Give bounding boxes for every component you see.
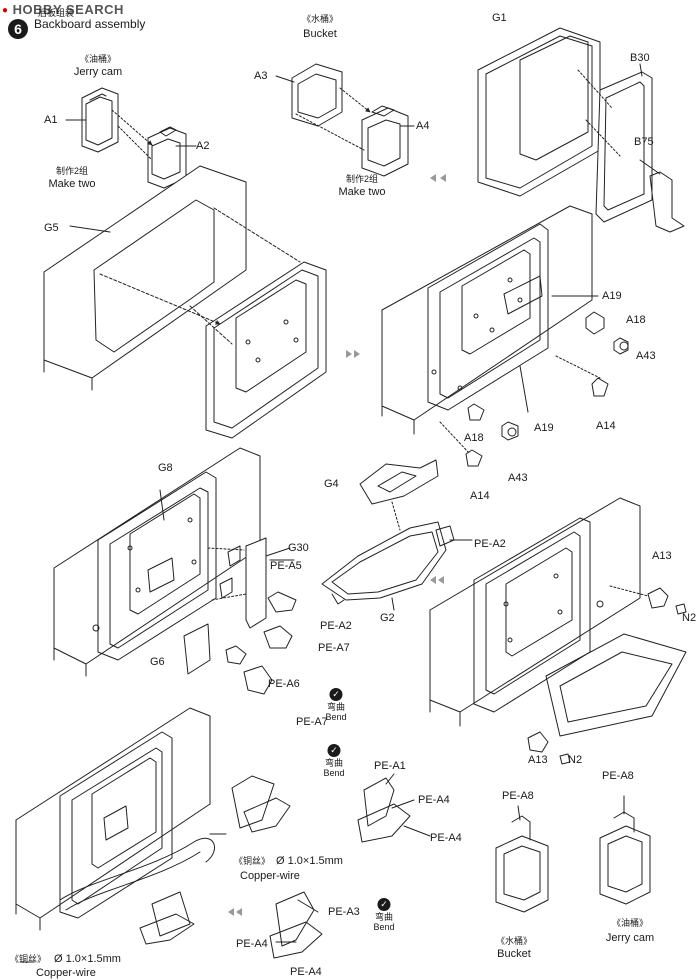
part-label-a18-low: A18 <box>464 432 484 444</box>
part-label-pe-a1: PE-A1 <box>374 760 406 772</box>
process-arrows <box>228 174 446 916</box>
part-label-g8: G8 <box>158 462 173 474</box>
step-number-badge: 6 <box>8 19 28 39</box>
part-label-g2: G2 <box>380 612 395 624</box>
bend-note-text: Bend <box>373 922 395 932</box>
bend-note-cn: 弯曲 <box>326 702 345 712</box>
assembled-backboard-top <box>381 205 601 455</box>
bend-note-3: ✓ 弯曲 Bend <box>373 898 395 932</box>
bend-note-1: ✓ 弯曲 Bend <box>325 688 347 722</box>
board-middle-left <box>53 447 297 695</box>
part-label-g30: G30 <box>288 542 309 554</box>
bend-note-2: ✓ 弯曲 Bend <box>323 744 345 778</box>
part-label-pe-a4-a: PE-A4 <box>418 794 450 806</box>
make-two-cn-b: 制作2组 <box>345 174 379 184</box>
part-label-pe-a3: PE-A3 <box>328 906 360 918</box>
part-label-a13-top: A13 <box>652 550 672 562</box>
wire-note-2-cn: 《铜丝》 <box>10 954 47 964</box>
make-two-cn-a: 制作2组 <box>55 166 89 176</box>
step-title: Backboard assembly <box>34 17 146 31</box>
part-label-pe-a5: PE-A5 <box>270 560 302 572</box>
bucket-caption-cn: 《水桶》 <box>301 14 339 24</box>
part-label-pe-a7-top: PE-A7 <box>318 642 350 654</box>
part-label-g4: G4 <box>324 478 339 490</box>
make-two-a: Make two <box>48 178 96 190</box>
frame-insert <box>99 207 327 439</box>
bend-icon: ✓ <box>327 744 341 757</box>
bucket-caption: Bucket <box>303 28 337 40</box>
part-label-a4: A4 <box>416 120 430 132</box>
bend-note-text: Bend <box>325 712 347 722</box>
part-label-a14-right: A14 <box>596 420 616 432</box>
wire-note-2: Copper-wire <box>36 967 96 979</box>
bend-note-cn: 弯曲 <box>374 912 393 922</box>
bottom-bucket-caption: Bucket <box>497 948 531 960</box>
bend-note-text: Bend <box>323 768 345 778</box>
bottom-jerry-caption-cn: 《油桶》 <box>611 918 649 928</box>
board-bottom-left <box>15 707 291 963</box>
step-title-cn: 后板组装 <box>38 8 75 18</box>
watermark-text: HOBBY SEARCH <box>12 2 124 17</box>
part-label-pe-a2-right: PE-A2 <box>474 538 506 550</box>
bend-icon: ✓ <box>377 898 391 911</box>
part-label-n2-low: N2 <box>568 754 583 766</box>
small-parts-top-right <box>465 311 629 467</box>
jerry-can-caption-cn: 《油桶》 <box>79 54 117 64</box>
wire-note-1-dim: Ø 1.0×1.5mm <box>276 855 343 867</box>
part-label-a13-low: A13 <box>528 754 548 766</box>
part-label-pe-a4-d: PE-A4 <box>290 966 322 978</box>
part-label-g6: G6 <box>150 656 165 668</box>
part-label-a18-top: A18 <box>626 314 646 326</box>
part-label-g5: G5 <box>44 222 59 234</box>
jerry-can-caption: Jerry cam <box>73 66 123 78</box>
part-label-n2-top: N2 <box>682 612 697 624</box>
part-label-pe-a4-c: PE-A4 <box>236 938 268 950</box>
bucket-and-jerry-assemblies <box>495 795 651 913</box>
part-label-g1: G1 <box>492 12 507 24</box>
part-label-a1: A1 <box>44 114 58 126</box>
bend-icon: ✓ <box>329 688 343 701</box>
wire-note-2-dim: Ø 1.0×1.5mm <box>54 953 121 965</box>
part-label-pe-a8-right: PE-A8 <box>602 770 634 782</box>
part-label-a3: A3 <box>254 70 268 82</box>
part-label-b75: B75 <box>634 136 654 148</box>
bottom-jerry-caption: Jerry cam <box>605 932 655 944</box>
bottom-bucket-caption-cn: 《水桶》 <box>495 936 533 946</box>
part-label-a43-low: A43 <box>508 472 528 484</box>
part-label-pe-a7-low: PE-A7 <box>296 716 328 728</box>
part-label-b30: B30 <box>630 52 650 64</box>
bucket-parts <box>275 63 415 177</box>
make-two-b: Make two <box>338 186 386 198</box>
g5-backboard <box>43 165 247 391</box>
wire-note-1: Copper-wire <box>240 870 300 882</box>
bucket-rack <box>321 459 473 611</box>
part-label-pe-a6: PE-A6 <box>268 678 300 690</box>
watermark-logo-icon: ● <box>2 5 9 17</box>
part-label-pe-a2-left: PE-A2 <box>320 620 352 632</box>
part-label-a19-low: A19 <box>534 422 554 434</box>
part-label-a14-low: A14 <box>470 490 490 502</box>
g1-frame-assembly <box>477 27 685 233</box>
watermark: ● HOBBY SEARCH <box>2 2 124 17</box>
wire-note-1-cn: 《铜丝》 <box>234 856 271 866</box>
part-label-a19-top: A19 <box>602 290 622 302</box>
pe-parts-bottom <box>269 773 431 959</box>
part-label-a43-top: A43 <box>636 350 656 362</box>
bend-note-cn: 弯曲 <box>324 758 343 768</box>
part-label-pe-a4-b: PE-A4 <box>430 832 462 844</box>
board-middle-right <box>429 497 687 765</box>
part-label-pe-a8-left: PE-A8 <box>502 790 534 802</box>
part-label-a2: A2 <box>196 140 210 152</box>
